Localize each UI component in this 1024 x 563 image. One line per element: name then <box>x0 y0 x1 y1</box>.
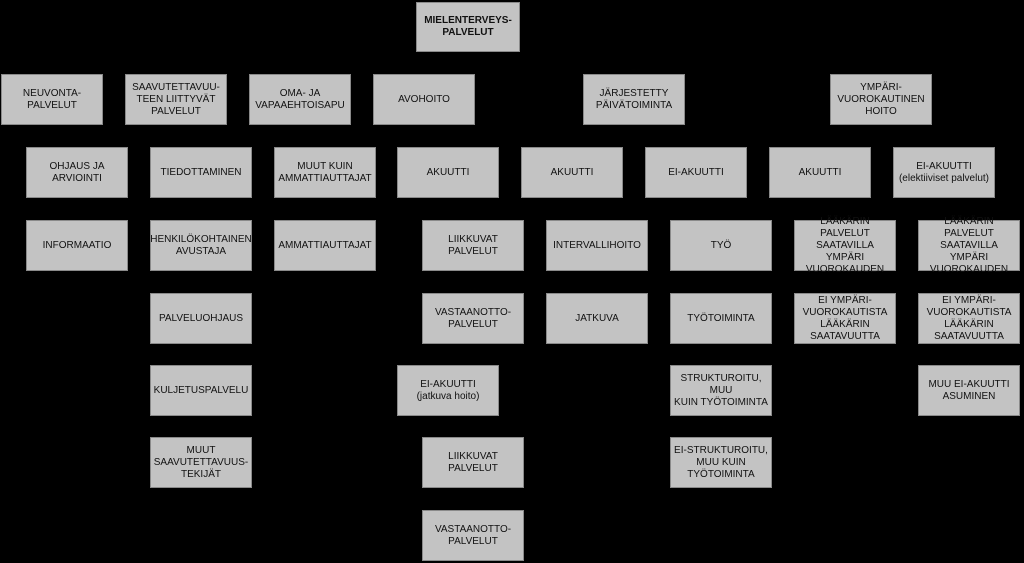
node-ammattiauttajat: AMMATTIAUTTAJAT <box>274 220 376 271</box>
node-muut-saavutettavuustekijat: MUUT SAAVUTETTAVUUS- TEKIJÄT <box>150 437 252 488</box>
node-palveluohjaus: PALVELUOHJAUS <box>150 293 252 344</box>
node-neuvontapalvelut: NEUVONTA- PALVELUT <box>1 74 103 125</box>
node-tyotoiminta: TYÖTOIMINTA <box>670 293 772 344</box>
node-avohoito-ei-akuutti: EI-AKUUTTI (jatkuva hoito) <box>397 365 499 416</box>
node-saavutettavuuteen-liittyvat-palvelut: SAAVUTETTAVUU- TEEN LIITTYVÄT PALVELUT <box>125 74 227 125</box>
node-informaatio: INFORMAATIO <box>26 220 128 271</box>
node-ymparivuorokautinen-ei-laakari-2: EI YMPÄRI- VUOROKAUTISTA LÄÄKÄRIN SAATAV… <box>918 293 1020 344</box>
node-paivatoiminta-ei-akuutti: EI-AKUUTTI <box>645 147 747 198</box>
node-muu-ei-akuutti-asuminen: MUU EI-AKUUTTI ASUMINEN <box>918 365 1020 416</box>
node-avohoito-liikkuvat-palvelut-2: LIIKKUVAT PALVELUT <box>422 437 524 488</box>
node-jarjestetty-paivatoiminta: JÄRJESTETTY PÄIVÄTOIMINTA <box>583 74 685 125</box>
node-tiedottaminen: TIEDOTTAMINEN <box>150 147 252 198</box>
node-ymparivuorokautinen-laakari-1: LÄÄKÄRIN PALVELUT SAATAVILLA YMPÄRI VUOR… <box>794 216 896 275</box>
node-jatkuva: JATKUVA <box>546 293 648 344</box>
node-avohoito-liikkuvat-palvelut: LIIKKUVAT PALVELUT <box>422 220 524 271</box>
node-mielenterveyspalvelut: MIELENTERVEYS- PALVELUT <box>416 2 520 52</box>
node-tyo: TYÖ <box>670 220 772 271</box>
node-ei-strukturoitu: EI-STRUKTUROITU, MUU KUIN TYÖTOIMINTA <box>670 437 772 488</box>
node-ohjaus-ja-arviointi: OHJAUS JA ARVIOINTI <box>26 147 128 198</box>
node-avohoito-vastaanottopalvelut: VASTAANOTTO- PALVELUT <box>422 293 524 344</box>
node-kuljetuspalvelu: KULJETUSPALVELU <box>150 365 252 416</box>
node-henkilokohtainen-avustaja: HENKILÖKOHTAINEN AVUSTAJA <box>150 220 252 271</box>
node-paivatoiminta-akuutti: AKUUTTI <box>521 147 623 198</box>
node-ymparivuorokautinen-ei-akuutti: EI-AKUUTTI (elektiiviset palvelut) <box>893 147 995 198</box>
node-avohoito-vastaanottopalvelut-2: VASTAANOTTO- PALVELUT <box>422 510 524 561</box>
node-oma-ja-vapaaehtoisapu: OMA- JA VAPAAEHTOISAPU <box>249 74 351 125</box>
node-ymparivuorokautinen-akuutti: AKUUTTI <box>769 147 871 198</box>
node-ymparivuorokautinen-laakari-2: LÄÄKÄRIN PALVELUT SAATAVILLA YMPÄRI VUOR… <box>918 216 1020 275</box>
node-strukturoitu: STRUKTUROITU, MUU KUIN TYÖTOIMINTA <box>670 365 772 416</box>
node-avohoito-akuutti: AKUUTTI <box>397 147 499 198</box>
node-avohoito: AVOHOITO <box>373 74 475 125</box>
node-intervallihoito: INTERVALLIHOITO <box>546 220 648 271</box>
node-muut-kuin-ammattiauttajat: MUUT KUIN AMMATTIAUTTAJAT <box>274 147 376 198</box>
node-ymparivuorokautinen-hoito: YMPÄRI- VUOROKAUTINEN HOITO <box>830 74 932 125</box>
node-ymparivuorokautinen-ei-laakari-1: EI YMPÄRI- VUOROKAUTISTA LÄÄKÄRIN SAATAV… <box>794 293 896 344</box>
